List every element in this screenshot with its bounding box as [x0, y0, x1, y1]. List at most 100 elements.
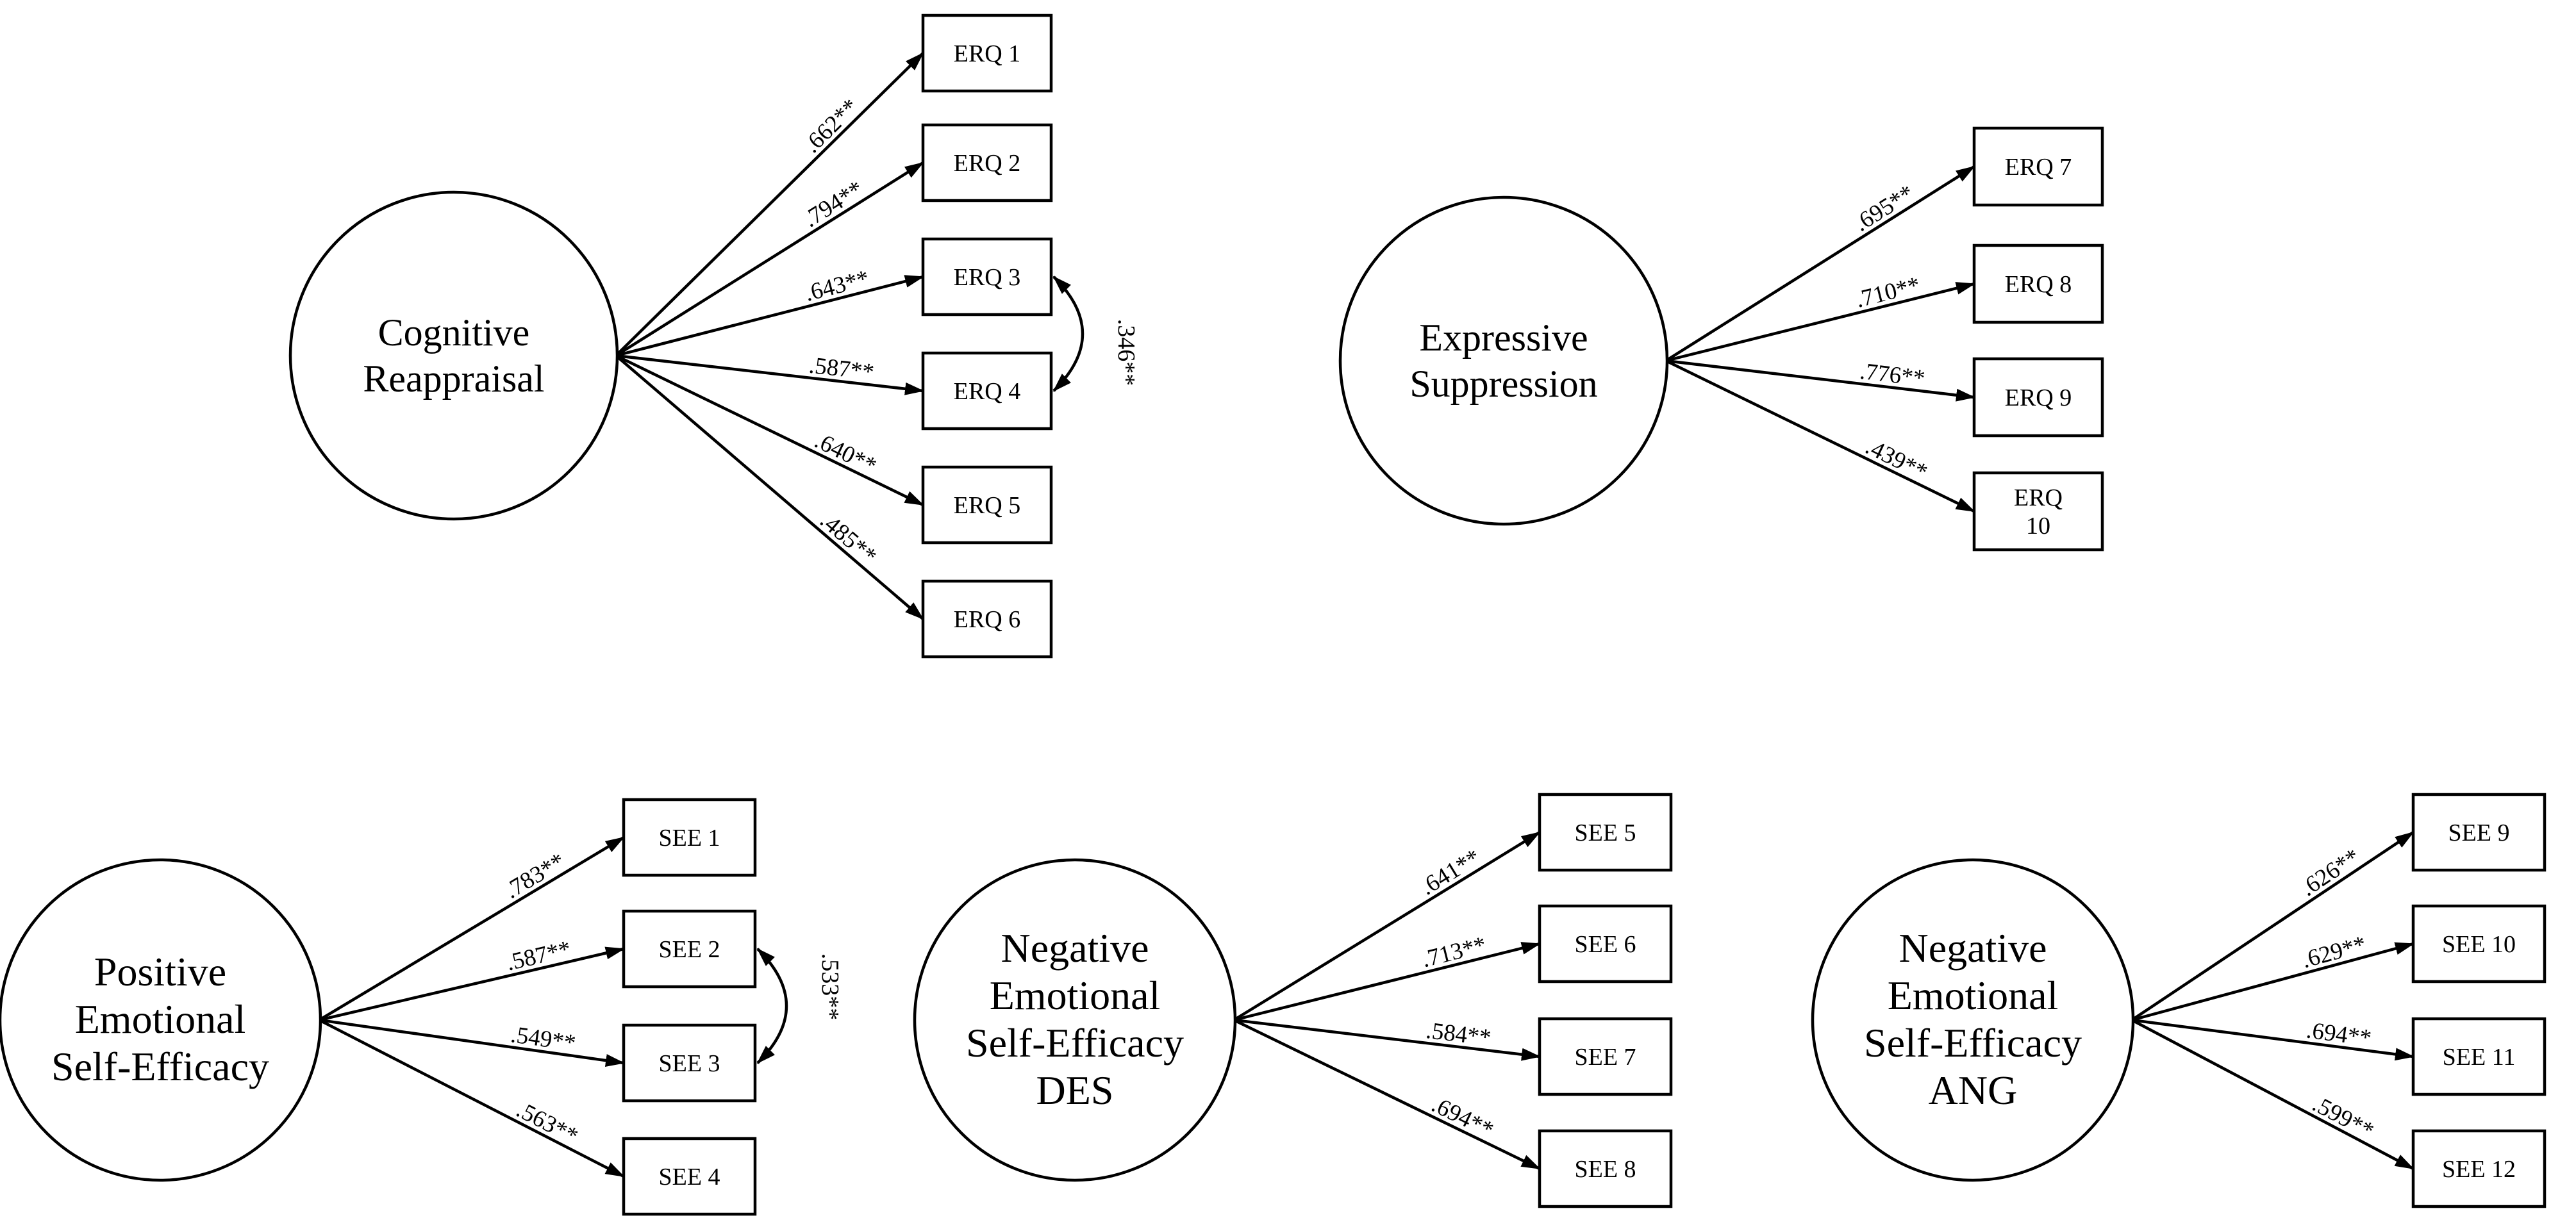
loading-arrow	[1665, 282, 1975, 363]
latent-factor-circle	[1811, 858, 2135, 1182]
factor-model: SEE 9.626**SEE 10.629**SEE 11.694**SEE 1…	[1811, 793, 2547, 1208]
latent-factor-label: Negative	[1899, 925, 2047, 971]
factor-model: SEE 5.641**SEE 6.713**SEE 7.584**SEE 8.6…	[913, 793, 1673, 1208]
indicator-label: ERQ 5	[954, 492, 1021, 519]
loading-value: .641**	[1416, 844, 1485, 900]
loading-value: .783**	[501, 848, 570, 904]
indicator-label: ERQ 3	[954, 264, 1021, 291]
indicator-label: ERQ 8	[2005, 271, 2072, 298]
latent-factor-label: Positive	[94, 949, 226, 994]
indicator-box	[1972, 126, 2104, 207]
indicator-box	[1972, 243, 2104, 324]
indicator-box	[921, 465, 1053, 545]
covariance-value: .533**	[817, 953, 843, 1021]
loading-value: .662**	[799, 94, 863, 158]
loading-arrow	[615, 52, 924, 357]
indicator-label: ERQ 1	[954, 40, 1021, 67]
loading-value: .710**	[1853, 272, 1923, 313]
indicator-box	[921, 351, 1053, 431]
indicator-box	[622, 1023, 757, 1103]
indicator-box	[2411, 1129, 2547, 1208]
loading-value: .439**	[1861, 433, 1931, 486]
latent-factor-label: Emotional	[990, 973, 1161, 1018]
loading-value: .563**	[512, 1096, 582, 1149]
indicator-label: SEE 10	[2442, 931, 2516, 958]
loading-arrow	[615, 354, 924, 507]
indicator-box	[622, 1137, 757, 1216]
loading-value: .776**	[1858, 358, 1926, 392]
covariance-arrow	[1052, 276, 1084, 392]
latent-factor-label: Suppression	[1409, 363, 1597, 405]
factor-model: ERQ 7.695**ERQ 8.710**ERQ 9.776**ERQ10.4…	[1338, 126, 2104, 552]
loading-arrow	[2131, 1019, 2414, 1170]
latent-factor-label: Negative	[1001, 925, 1149, 971]
indicator-label: SEE 2	[658, 936, 720, 963]
loading-arrow	[615, 354, 924, 620]
loading-value: .584**	[1425, 1017, 1493, 1051]
covariance-arrow	[756, 948, 788, 1064]
loading-value: .485**	[815, 507, 881, 570]
indicator-label: ERQ 4	[954, 378, 1021, 405]
loading-arrow	[1233, 942, 1541, 1022]
indicator-box	[921, 237, 1053, 317]
loading-arrow	[319, 946, 625, 1022]
indicator-label: ERQ 7	[2005, 154, 2072, 181]
loading-arrow	[615, 275, 924, 358]
indicator-label: 10	[2026, 513, 2050, 539]
latent-factor-label: DES	[1036, 1067, 1114, 1113]
loading-value: .640**	[810, 427, 880, 479]
latent-factor-circle	[0, 858, 322, 1182]
latent-factor-label: Self-Efficacy	[966, 1020, 1184, 1066]
indicator-box	[622, 798, 757, 877]
indicator-box	[622, 909, 757, 989]
indicator-box	[2411, 793, 2547, 872]
latent-factor-label: Emotional	[1888, 973, 2059, 1018]
latent-factor-label: Reappraisal	[363, 358, 544, 400]
loading-value: .694**	[1427, 1091, 1497, 1143]
latent-factor-label: Emotional	[75, 996, 246, 1042]
indicator-label: SEE 6	[1574, 931, 1636, 958]
latent-factor-label: Self-Efficacy	[51, 1044, 269, 1089]
indicator-label: ERQ 2	[954, 150, 1021, 177]
loading-value: .713**	[1419, 932, 1489, 973]
indicator-box	[1538, 1017, 1673, 1096]
indicator-box	[1972, 471, 2104, 552]
loading-arrow	[319, 1018, 625, 1067]
loading-value: .794**	[799, 176, 868, 233]
loading-arrow	[615, 354, 924, 395]
indicator-label: SEE 12	[2442, 1156, 2516, 1183]
latent-factor-label: Cognitive	[378, 311, 530, 354]
loading-value: .629**	[2299, 931, 2369, 973]
indicator-box	[2411, 1017, 2547, 1096]
indicator-label: SEE 9	[2448, 819, 2509, 846]
loading-arrow	[615, 161, 924, 357]
indicator-label: SEE 1	[658, 825, 720, 852]
indicator-box	[921, 13, 1053, 93]
factor-model: SEE 1.783**SEE 2.587**SEE 3.549**SEE 4.5…	[0, 798, 843, 1216]
loading-arrow	[1233, 1018, 1541, 1171]
loading-arrow	[1233, 1018, 1541, 1061]
indicator-box	[2411, 904, 2547, 984]
factor-model: ERQ 1 .662** ERQ 2 .794** ERQ 3 .643** ERQ 4 .5…	[288, 13, 1140, 659]
loading-arrow	[2131, 1018, 2414, 1061]
latent-factor-label: Expressive	[1419, 317, 1588, 359]
indicator-label: SEE 8	[1574, 1156, 1636, 1183]
loading-value: .599**	[2308, 1091, 2378, 1144]
indicator-label: SEE 3	[658, 1050, 720, 1077]
loading-arrow	[1665, 359, 1975, 402]
indicator-box	[921, 579, 1053, 659]
indicator-label: SEE 7	[1574, 1044, 1636, 1071]
indicator-box	[921, 123, 1053, 202]
loading-value: .643**	[802, 265, 872, 307]
latent-factor-circle	[913, 858, 1237, 1182]
latent-factor-circle	[288, 190, 619, 521]
indicator-box	[1538, 793, 1673, 872]
loading-value: .549**	[509, 1021, 577, 1057]
loading-value: .587**	[808, 352, 876, 386]
loading-value: .694**	[2305, 1017, 2373, 1051]
loading-arrow	[318, 836, 625, 1021]
indicator-label: SEE 4	[658, 1164, 720, 1190]
indicator-box	[1538, 904, 1673, 984]
indicator-label: ERQ 9	[2005, 384, 2072, 411]
